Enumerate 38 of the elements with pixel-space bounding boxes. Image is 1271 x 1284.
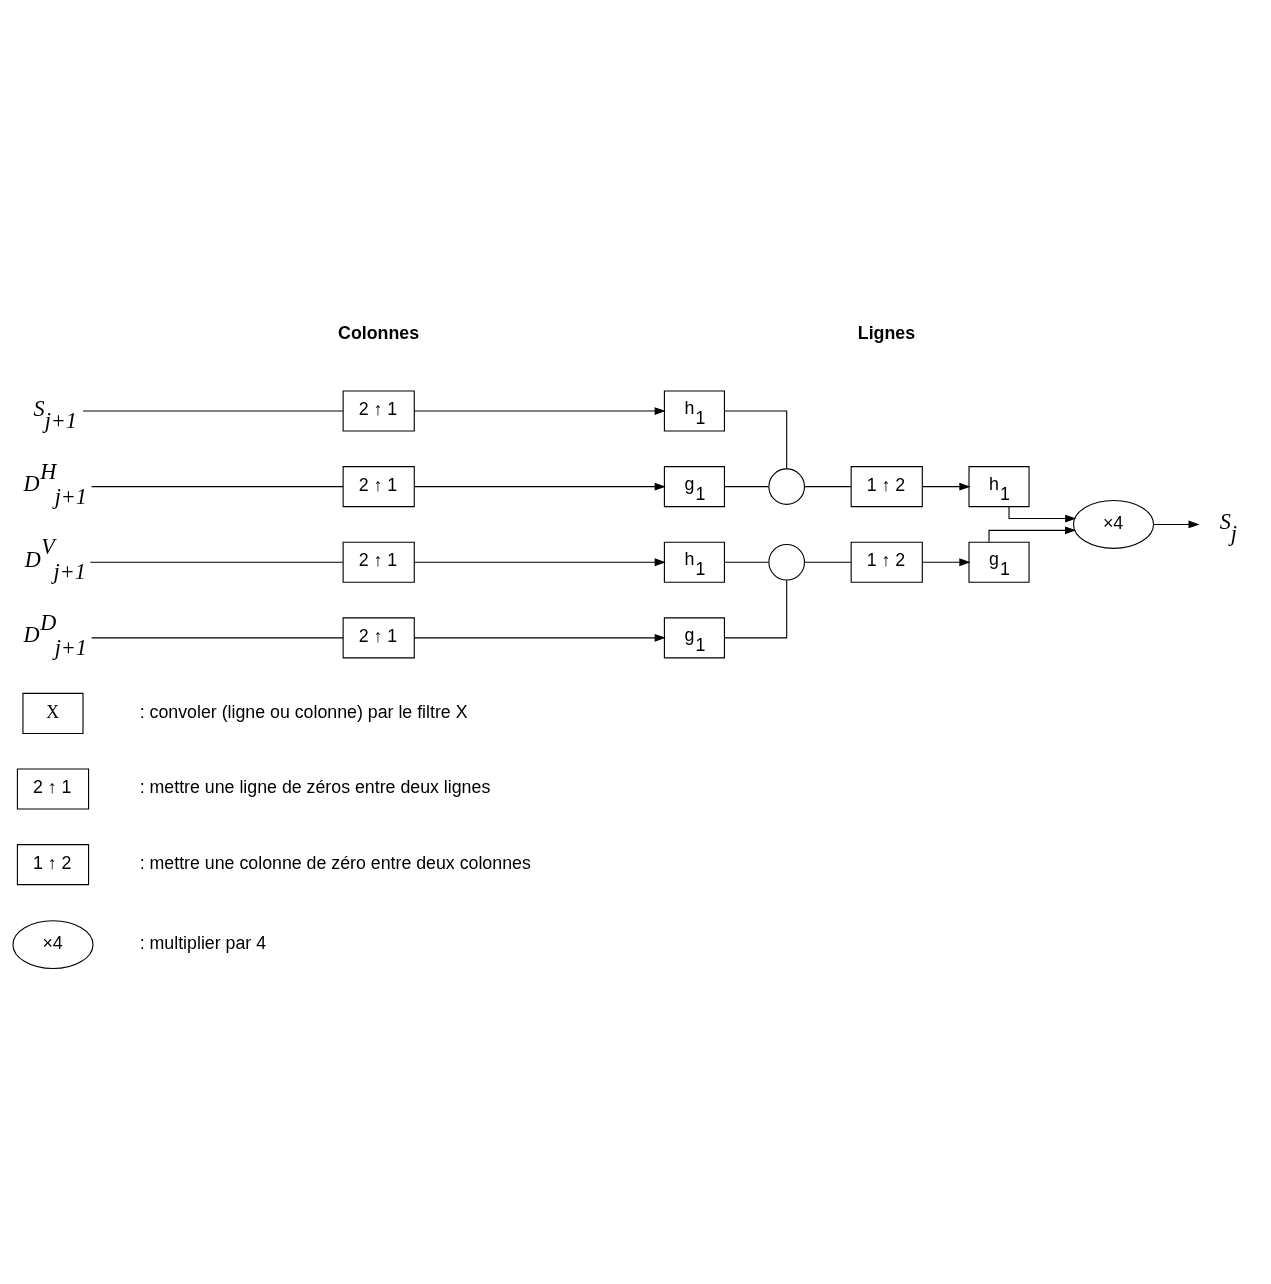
node-box: 1 ↑ 2 xyxy=(16,844,90,886)
node-box: 2 ↑ 1 xyxy=(16,768,90,810)
connector xyxy=(804,486,852,488)
arrow xyxy=(413,482,666,491)
connector xyxy=(82,410,344,412)
arrow xyxy=(413,558,666,567)
connector xyxy=(91,637,344,639)
arrow xyxy=(1153,520,1200,529)
node-ellipse: ×4 xyxy=(1072,500,1155,549)
arrow xyxy=(922,482,971,491)
arrow xyxy=(922,558,971,567)
connector xyxy=(91,486,344,488)
arrow xyxy=(1008,506,1077,523)
node-box: 2 ↑ 1 xyxy=(342,541,415,583)
node-label: : mettre une colonne de zéro entre deux colonnes xyxy=(139,852,531,873)
node-label: : convoler (ligne ou colonne) par le filtre X xyxy=(139,701,468,722)
connector xyxy=(724,579,788,639)
node-ellipse: ×4 xyxy=(12,920,94,970)
node-box: 2 ↑ 1 xyxy=(342,390,415,432)
connector xyxy=(724,486,770,488)
arrow xyxy=(413,633,666,642)
node-label: : multiplier par 4 xyxy=(139,932,267,953)
label: Lignes xyxy=(857,322,916,343)
node-box: 1 ↑ 2 xyxy=(850,541,923,583)
node-box: 2 ↑ 1 xyxy=(342,466,415,508)
node-circle xyxy=(768,468,806,505)
node-box: 2 ↑ 1 xyxy=(342,617,415,659)
node-label: : mettre une ligne de zéros entre deux lignes xyxy=(139,777,491,798)
connector xyxy=(804,561,852,563)
node-circle xyxy=(768,543,806,581)
label: Colonnes xyxy=(338,322,420,343)
arrow xyxy=(988,526,1077,543)
connector xyxy=(724,561,770,563)
connector xyxy=(724,410,788,470)
node-box: X xyxy=(22,692,84,734)
arrow xyxy=(413,407,666,415)
connector xyxy=(89,561,344,563)
node-box: 1 ↑ 2 xyxy=(850,466,923,508)
